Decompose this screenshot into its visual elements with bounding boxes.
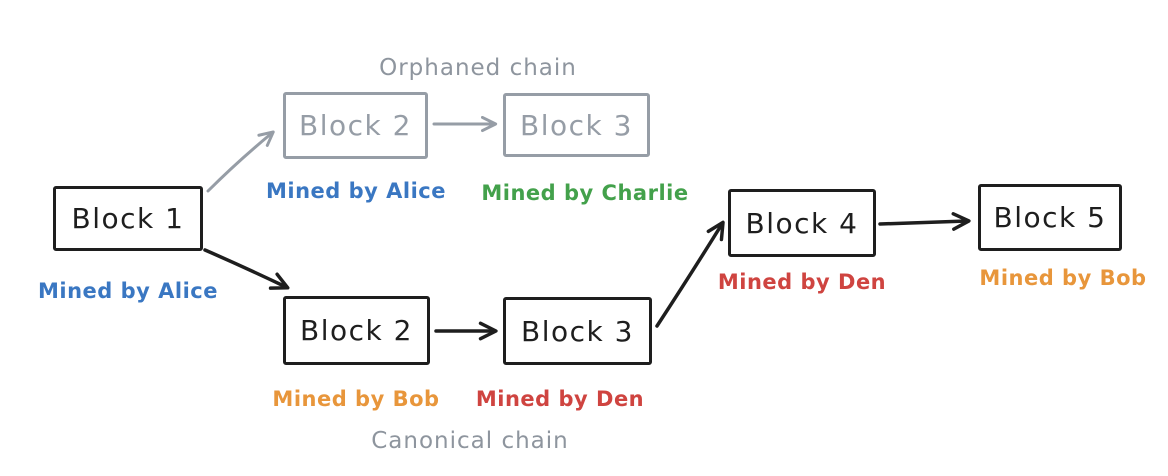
block-1-miner-label: Mined by Alice — [37, 279, 218, 303]
canonical-block-2-label: Block 2 — [300, 314, 413, 347]
block-4-label: Block 4 — [745, 206, 859, 240]
orphaned-chain-label: Orphaned chain — [379, 55, 577, 81]
block-5: Block 5 — [978, 184, 1122, 251]
canonical-block-3-label: Block 3 — [521, 314, 634, 348]
canonical-block-3: Block 3 — [503, 297, 652, 365]
block-1-label: Block 1 — [71, 202, 185, 235]
canonical-block-2: Block 2 — [283, 296, 430, 365]
canonical-block-3-miner-label: Mined by Den — [475, 387, 645, 411]
arrow-canonical-block3-to-block4 — [655, 220, 725, 328]
orphaned-block-2-label: Block 2 — [299, 109, 412, 142]
block-4: Block 4 — [728, 189, 876, 257]
block-5-label: Block 5 — [993, 201, 1107, 234]
orphaned-block-3-miner-label: Mined by Charlie — [481, 181, 689, 205]
arrow-block1-to-canonical-block2 — [203, 248, 290, 290]
block-4-miner-label: Mined by Den — [717, 270, 887, 294]
arrow-block4-to-block5 — [878, 212, 971, 231]
orphaned-block-2: Block 2 — [283, 92, 428, 159]
canonical-block-2-miner-label: Mined by Bob — [272, 387, 440, 411]
orphaned-block-2-miner-label: Mined by Alice — [265, 179, 446, 203]
arrow-block1-to-orphaned-block2 — [206, 130, 275, 193]
orphaned-block-3: Block 3 — [503, 93, 650, 157]
orphaned-block-3-label: Block 3 — [520, 108, 633, 142]
block-5-miner-label: Mined by Bob — [979, 266, 1147, 290]
block-1: Block 1 — [53, 186, 203, 251]
canonical-chain-label: Canonical chain — [371, 428, 569, 454]
